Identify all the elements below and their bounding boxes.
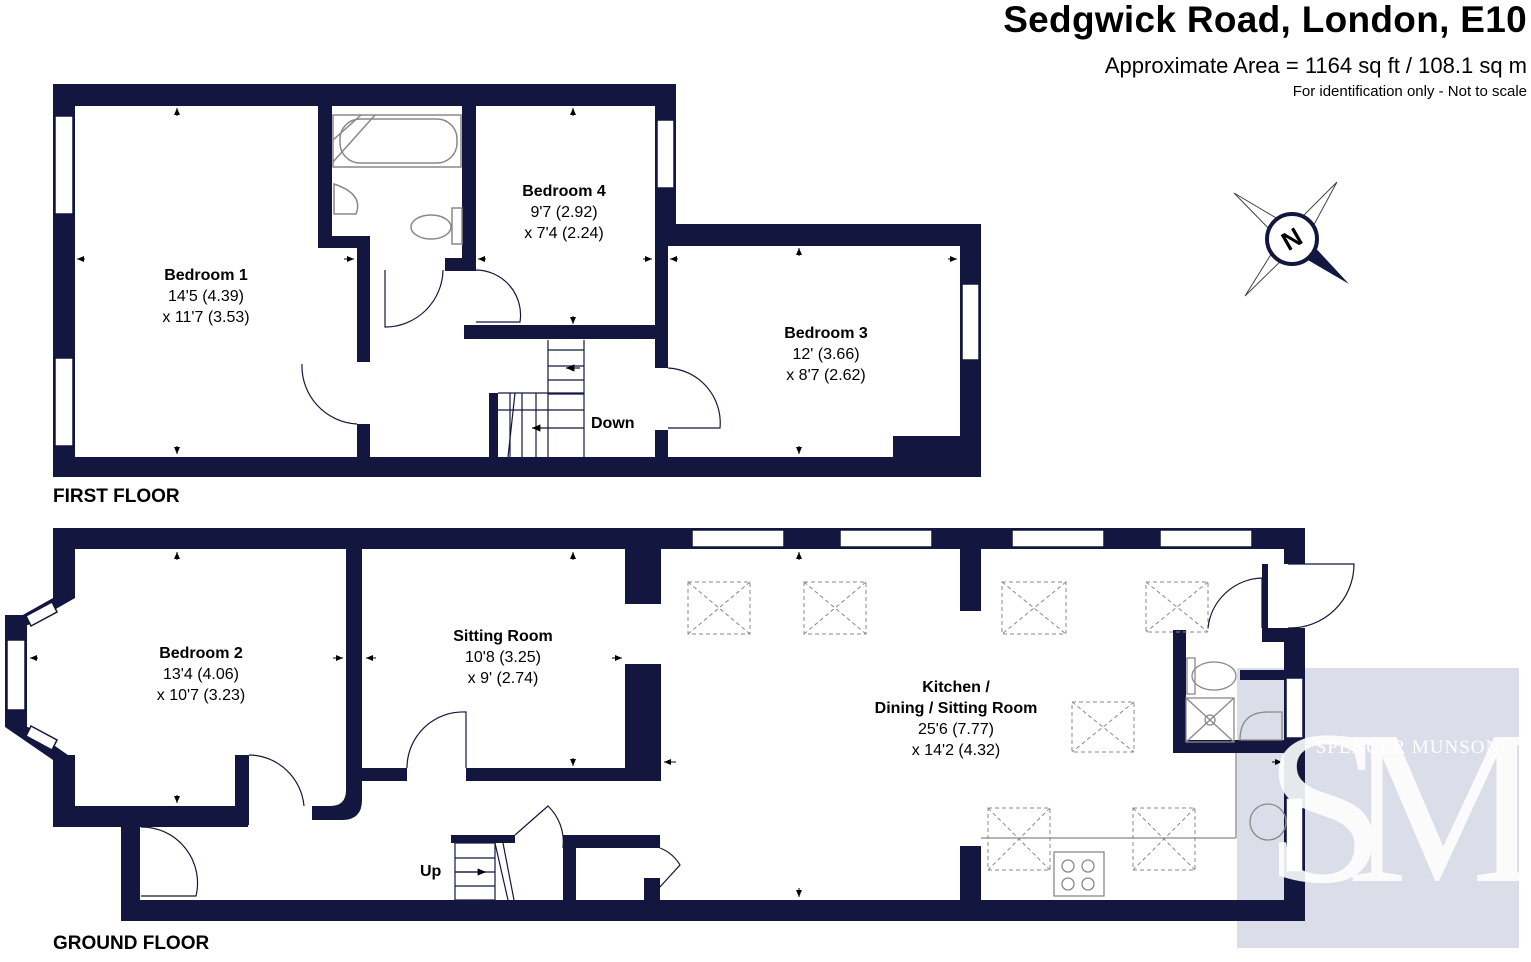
room-dimension: x 11'7 (3.53) <box>162 309 250 326</box>
watermark-monogram: SM <box>1264 685 1531 929</box>
room-dimension: 10'8 (3.25) <box>465 649 541 666</box>
first-floor-label: FIRST FLOOR <box>53 486 180 507</box>
room-name: Dining / Sitting Room <box>874 700 1038 717</box>
room-kitchen-dining: Kitchen / Dining / Sitting Room 25'6 (7.… <box>846 677 1066 761</box>
room-name: Bedroom 1 <box>164 267 248 284</box>
room-dimension: x 14'2 (4.32) <box>911 742 1001 759</box>
room-name: Kitchen / <box>922 679 990 696</box>
room-dimension: 13'4 (4.06) <box>163 666 239 683</box>
header: Sedgwick Road, London, E10 Approximate A… <box>1003 0 1527 102</box>
room-bedroom-3: Bedroom 3 12' (3.66) x 8'7 (2.62) <box>746 323 906 386</box>
ground-floor-walls <box>5 528 1305 921</box>
approximate-area: Approximate Area = 1164 sq ft / 108.1 sq… <box>1104 53 1527 78</box>
room-name: Bedroom 3 <box>784 325 868 342</box>
ground-floor-label: GROUND FLOOR <box>53 933 210 954</box>
stairs-down-label: Down <box>591 415 635 432</box>
ground-floor-doors <box>140 563 1355 901</box>
kitchen-fixtures <box>981 657 1287 897</box>
room-bedroom-4: Bedroom 4 9'7 (2.92) x 7'4 (2.24) <box>484 181 644 244</box>
room-name: Bedroom 4 <box>522 183 606 200</box>
room-name: Sitting Room <box>453 628 553 645</box>
first-floor-stairs <box>498 340 585 458</box>
room-name: Bedroom 2 <box>159 645 243 662</box>
first-floor-doors <box>301 269 721 429</box>
room-sitting-room: Sitting Room 10'8 (3.25) x 9' (2.74) <box>418 626 588 689</box>
room-dimension: 25'6 (7.77) <box>918 721 994 738</box>
room-dimension: x 8'7 (2.62) <box>786 367 866 384</box>
ground-floor-windows <box>6 529 1304 873</box>
first-floor-measure-arrows <box>77 108 957 454</box>
skylights <box>687 581 1209 871</box>
property-title: Sedgwick Road, London, E10 <box>1003 0 1527 40</box>
watermark-brand: SPENCER MUNSON <box>1315 737 1501 758</box>
room-bedroom-2: Bedroom 2 13'4 (4.06) x 10'7 (3.23) <box>121 643 281 706</box>
bathroom-fixtures <box>332 114 463 245</box>
ground-floor-stairs <box>454 842 515 901</box>
room-dimension: 9'7 (2.92) <box>530 204 598 221</box>
ground-floor-measure-arrows <box>30 552 1282 897</box>
stairs-up-label: Up <box>420 863 442 880</box>
room-dimension: 14'5 (4.39) <box>168 288 244 305</box>
compass-icon <box>1233 181 1349 297</box>
room-dimension: 12' (3.66) <box>792 346 860 363</box>
room-dimension: x 9' (2.74) <box>467 670 539 687</box>
room-dimension: x 7'4 (2.24) <box>524 225 604 242</box>
first-floor-windows <box>54 115 980 447</box>
room-bedroom-1: Bedroom 1 14'5 (4.39) x 11'7 (3.53) <box>126 265 286 328</box>
scale-note: For identification only - Not to scale <box>1292 83 1527 100</box>
room-dimension: x 10'7 (3.23) <box>156 687 246 704</box>
